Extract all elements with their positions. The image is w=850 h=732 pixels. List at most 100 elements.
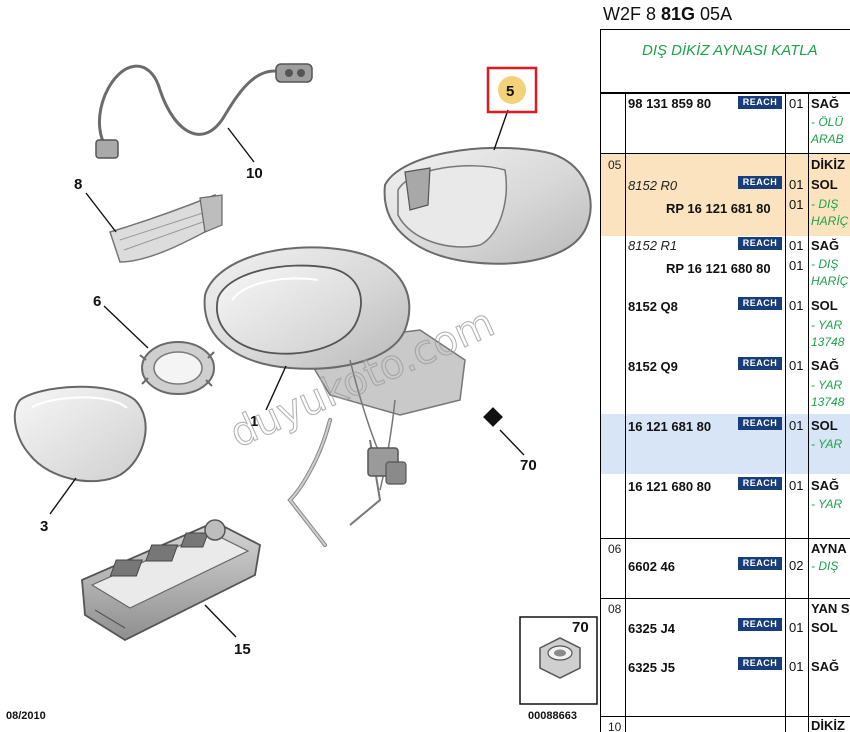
- row-group-0: [600, 93, 850, 153]
- note-line: - YAR: [811, 378, 843, 392]
- part-number[interactable]: 8152 Q8: [628, 299, 678, 314]
- note-line: - YAR: [811, 497, 843, 511]
- quantity: 01: [789, 177, 804, 192]
- part-number[interactable]: 8152 R1: [628, 238, 678, 253]
- description: DİKİZ: [811, 718, 845, 732]
- reach-badge: REACH: [738, 657, 782, 670]
- quantity: 01: [789, 258, 804, 273]
- quantity: 01: [789, 418, 804, 433]
- note-line: - ÖLÜ: [811, 115, 844, 129]
- note-line: 13748: [811, 335, 845, 349]
- callout-1[interactable]: 1: [250, 413, 258, 430]
- reach-badge: REACH: [738, 297, 782, 310]
- description: SOL: [811, 418, 838, 433]
- note-line: HARİÇ: [811, 274, 849, 288]
- code-suffix: 05A: [695, 4, 733, 24]
- nut-part-70: [483, 407, 503, 427]
- note-line: 13748: [811, 395, 845, 409]
- callout-70[interactable]: 70: [520, 457, 537, 474]
- group-number: 08: [608, 602, 622, 616]
- callout-5[interactable]: 5: [506, 83, 514, 100]
- description: SAĞ: [811, 238, 840, 253]
- callout-3[interactable]: 3: [40, 518, 48, 535]
- leader-lines: [49, 109, 525, 638]
- col-line-1: [625, 93, 626, 732]
- part-number[interactable]: 6602 46: [628, 559, 675, 574]
- indicator-lens-part-8: [109, 193, 223, 263]
- note-line: - DIŞ: [811, 559, 839, 573]
- col-line-3: [808, 93, 809, 732]
- quantity: 01: [789, 238, 804, 253]
- quantity: 01: [789, 620, 804, 635]
- part-number[interactable]: 8152 R0: [628, 178, 678, 193]
- reach-badge: REACH: [738, 237, 782, 250]
- description: YAN S: [811, 601, 850, 616]
- mirror-glass-part-3: [13, 385, 147, 483]
- reach-badge: REACH: [738, 96, 782, 109]
- parts-list-panel: W2F 8 81G 05A DIŞ DİKİZ AYNASI KATLA 98 …: [600, 0, 850, 732]
- col-line-2: [785, 93, 786, 732]
- exploded-parts-diagram: 5 10 8 6 1 3 70 15 70 08/2010 00088663 d…: [6, 63, 598, 722]
- quantity: 01: [789, 96, 804, 111]
- row-group-06: [600, 538, 850, 598]
- harness-part-10: [95, 63, 313, 159]
- inset-label: 70: [572, 619, 589, 636]
- reach-badge: REACH: [738, 357, 782, 370]
- callout-5-marker: [498, 76, 526, 104]
- note-line: - YAR: [811, 318, 843, 332]
- row-group-10: [600, 716, 850, 732]
- description: SOL: [811, 298, 838, 313]
- catalog-header: W2F 8 81G 05A: [600, 0, 850, 30]
- reach-badge: REACH: [738, 557, 782, 570]
- code-prefix: W2F 8: [603, 4, 662, 24]
- quantity: 02: [789, 558, 804, 573]
- housing-cover-part-5: [383, 146, 592, 265]
- replacement-part-number[interactable]: RP 16 121 680 80: [666, 261, 771, 276]
- description: SOL: [811, 620, 838, 635]
- part-number[interactable]: 6325 J4: [628, 621, 675, 636]
- group-number: 05: [608, 158, 622, 172]
- mirror-assembly-part-1: [203, 246, 466, 547]
- adjuster-ring-part-6: [139, 341, 215, 395]
- reach-badge: REACH: [738, 176, 782, 189]
- part-number[interactable]: 16 121 681 80: [628, 419, 712, 434]
- drawing-reference: 00088663: [528, 710, 577, 722]
- group-number: 06: [608, 542, 622, 556]
- reach-badge: REACH: [738, 417, 782, 430]
- description: SAĞ: [811, 96, 840, 111]
- part-number[interactable]: 6325 J5: [628, 660, 675, 675]
- note-line: ARAB: [811, 132, 844, 146]
- callout-10[interactable]: 10: [246, 165, 263, 182]
- replacement-part-number[interactable]: RP 16 121 681 80: [666, 201, 771, 216]
- banner-title: DIŞ DİKİZ AYNASI KATLA: [642, 42, 818, 59]
- part-number[interactable]: 98 131 859 80: [628, 96, 712, 111]
- description: SAĞ: [811, 659, 840, 674]
- reach-badge: REACH: [738, 618, 782, 631]
- note-line: - DIŞ: [811, 257, 839, 271]
- callout-6[interactable]: 6: [93, 293, 101, 310]
- callout-15[interactable]: 15: [234, 641, 251, 658]
- callout-8[interactable]: 8: [74, 176, 82, 193]
- diagram-date: 08/2010: [6, 710, 46, 722]
- description: SAĞ: [811, 358, 840, 373]
- quantity: 01: [789, 298, 804, 313]
- highlight-box-callout-5: [486, 66, 538, 114]
- description: DİKİZ: [811, 157, 845, 172]
- quantity: 01: [789, 197, 804, 212]
- inset-part-70: 70: [519, 616, 598, 705]
- quantity: 01: [789, 358, 804, 373]
- reach-badge: REACH: [738, 477, 782, 490]
- part-number[interactable]: 16 121 680 80: [628, 479, 712, 494]
- catalog-code: W2F 8 81G 05A: [603, 4, 732, 25]
- group-number: 10: [608, 720, 622, 732]
- note-line: - DIŞ: [811, 197, 839, 211]
- part-number[interactable]: 8152 Q9: [628, 359, 678, 374]
- quantity: 01: [789, 478, 804, 493]
- section-banner: DIŞ DİKİZ AYNASI KATLA: [600, 30, 850, 93]
- note-line: HARİÇ: [811, 214, 849, 228]
- col-line-0: [600, 30, 601, 732]
- note-line: - YAR: [811, 437, 843, 451]
- description: SAĞ: [811, 478, 840, 493]
- description: SOL: [811, 177, 838, 192]
- quantity: 01: [789, 659, 804, 674]
